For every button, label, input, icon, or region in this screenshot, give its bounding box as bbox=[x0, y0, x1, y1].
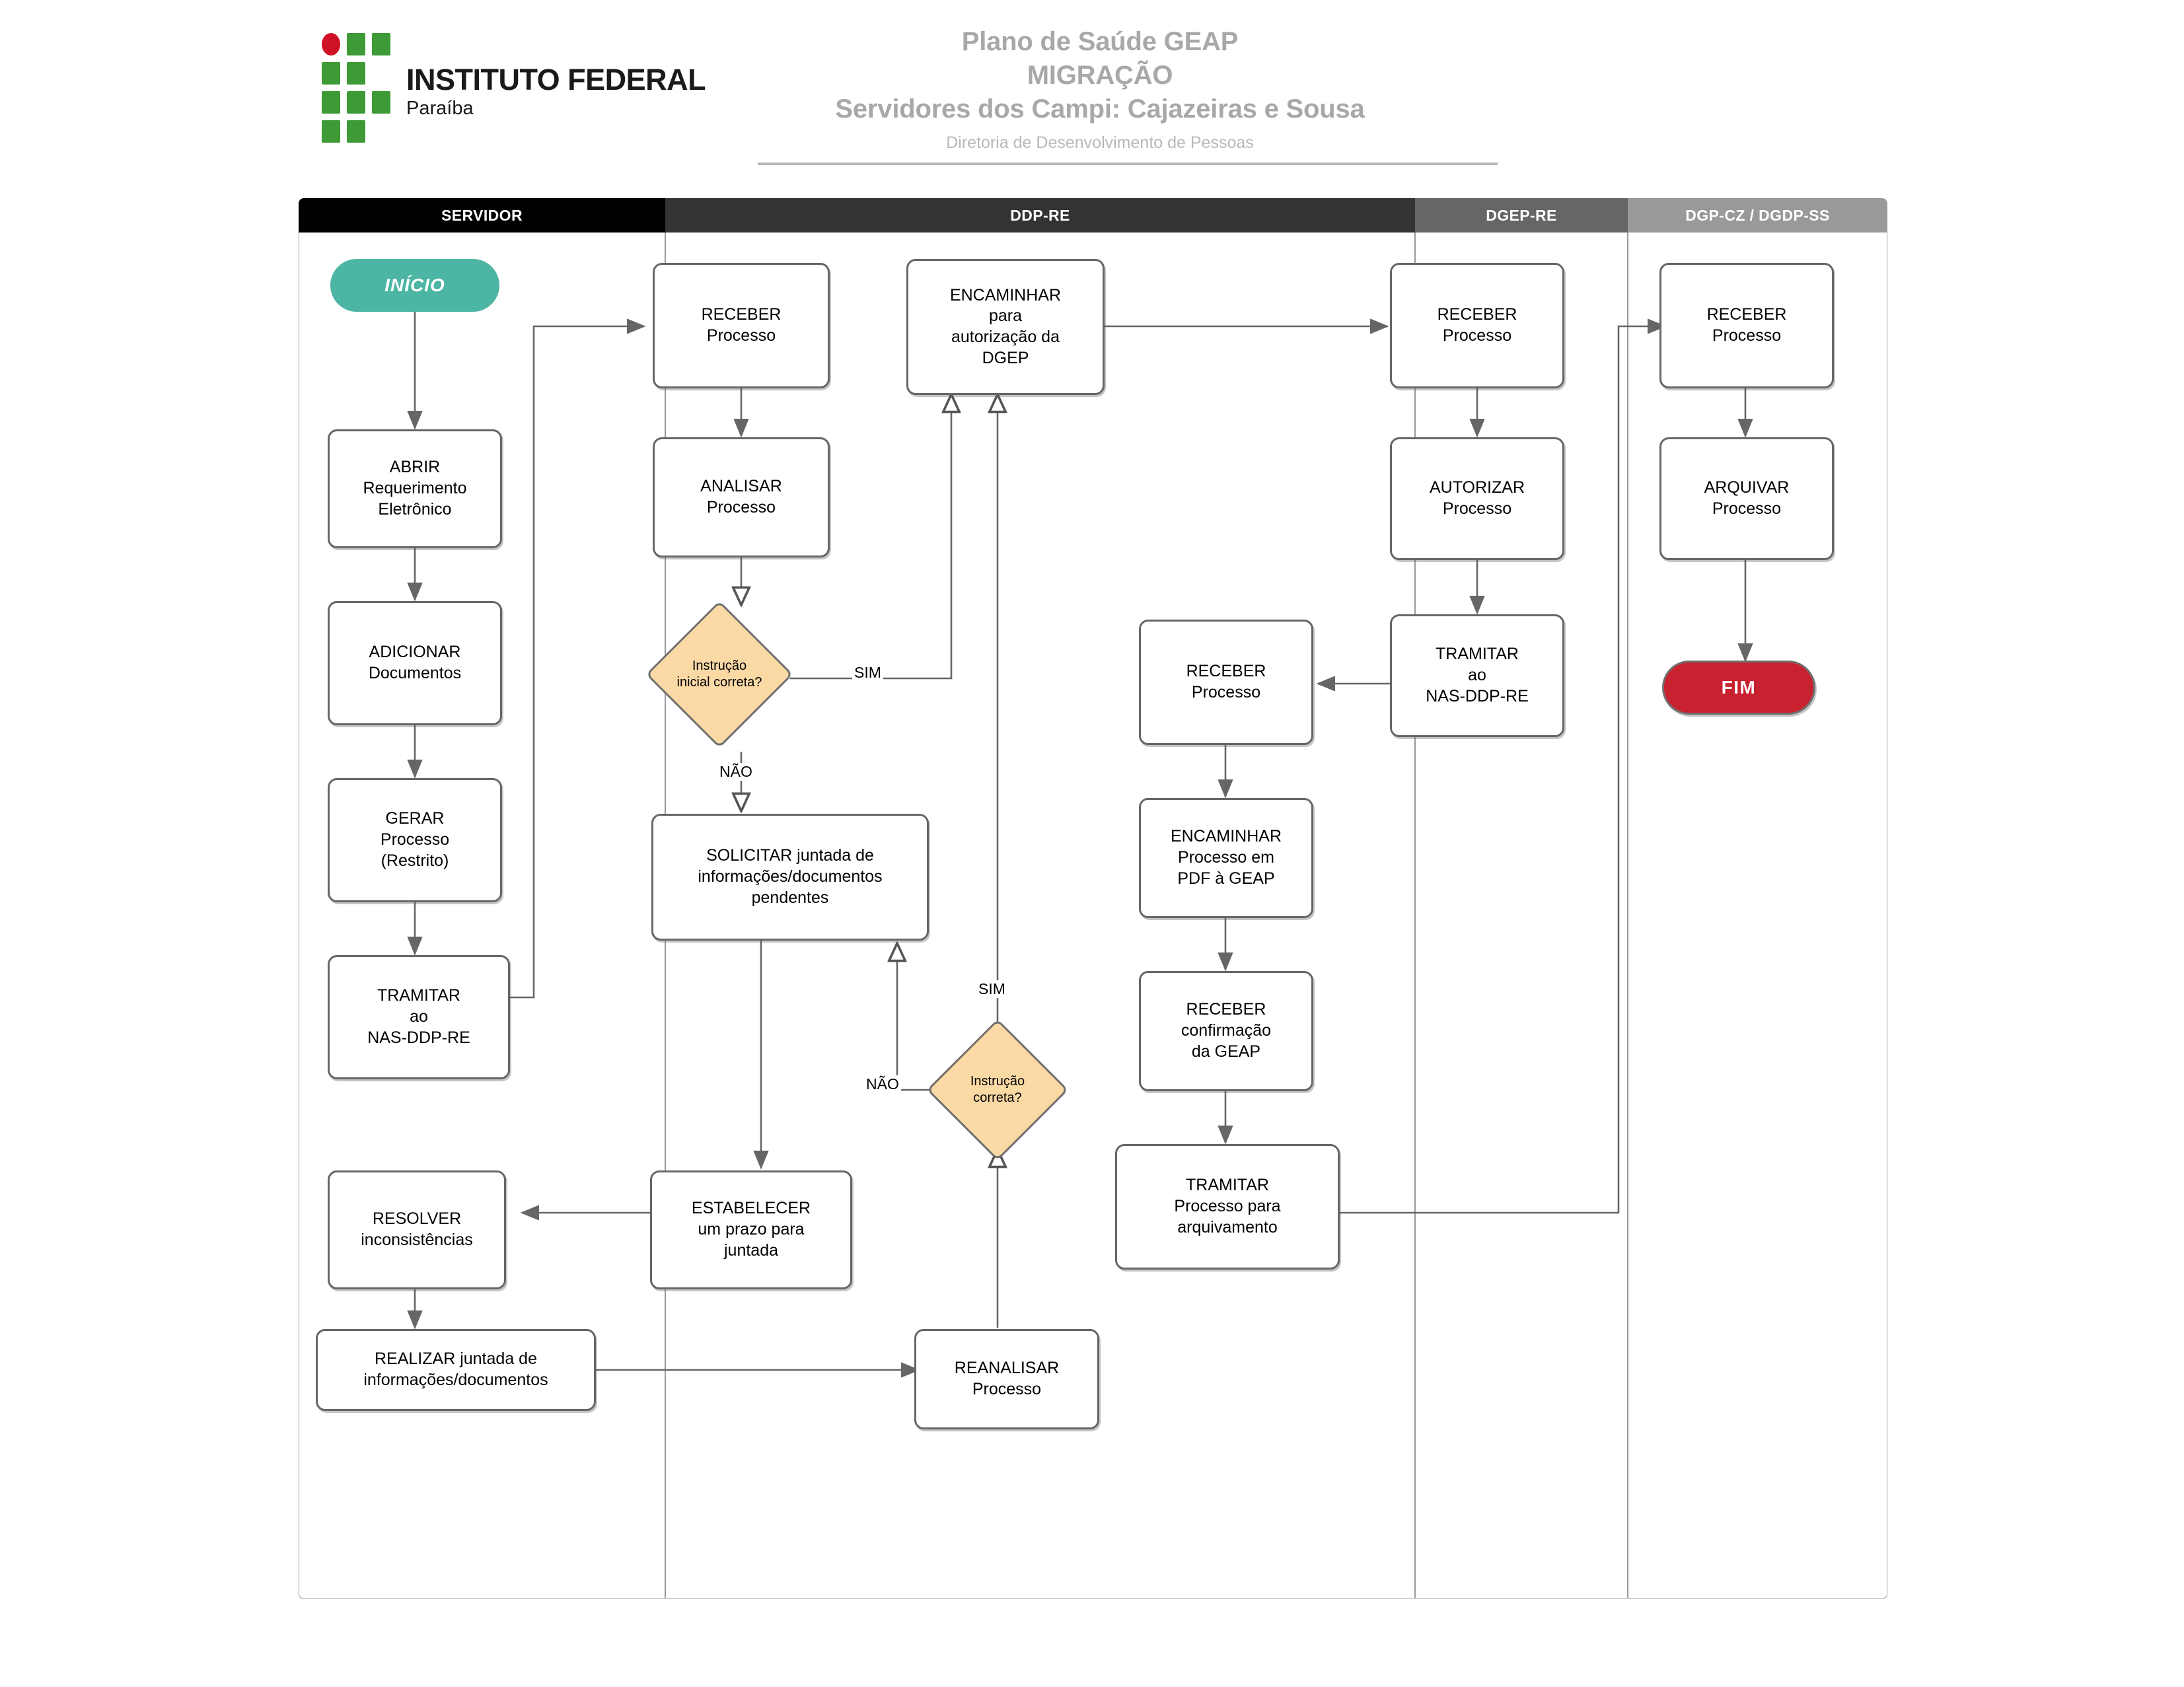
page-header: INSTITUTO FEDERAL Paraíba Plano de Saúde… bbox=[0, 0, 2184, 192]
title-line-1: Plano de Saúde GEAP bbox=[961, 27, 1239, 56]
if-logo-icon bbox=[322, 33, 393, 147]
edge-label-nao-1: NÃO bbox=[717, 763, 754, 781]
node-inicio[interactable]: INÍCIO bbox=[330, 259, 499, 312]
lane-header-dgep-re: DGEP-RE bbox=[1415, 198, 1628, 233]
lane-label-dgp-cz: DGP-CZ / DGDP-SS bbox=[1685, 206, 1830, 224]
page-title: Plano de Saúde GEAP MIGRAÇÃO Servidores … bbox=[753, 25, 1447, 153]
edge-label-nao-2: NÃO bbox=[864, 1075, 901, 1093]
edge-label-sim-2: SIM bbox=[976, 980, 1007, 998]
edge-label-sim-1: SIM bbox=[852, 664, 883, 682]
node-fim[interactable]: FIM bbox=[1662, 661, 1815, 715]
title-divider bbox=[758, 162, 1498, 165]
logo-institution-text: INSTITUTO FEDERAL bbox=[406, 63, 706, 96]
title-line-3: Servidores dos Campi: Cajazeiras e Sousa bbox=[835, 94, 1365, 124]
lane-label-dgep-re: DGEP-RE bbox=[1486, 206, 1557, 224]
title-subtitle: Diretoria de Desenvolvimento de Pessoas bbox=[946, 133, 1254, 152]
lane-header-dgp-cz: DGP-CZ / DGDP-SS bbox=[1628, 198, 1887, 233]
lane-label-servidor: SERVIDOR bbox=[441, 206, 523, 224]
logo-state-text: Paraíba bbox=[406, 98, 474, 119]
lane-header-servidor: SERVIDOR bbox=[299, 198, 665, 233]
lane-header-ddp-re: DDP-RE bbox=[665, 198, 1415, 233]
lane-label-ddp-re: DDP-RE bbox=[1010, 206, 1070, 224]
institution-logo: INSTITUTO FEDERAL Paraíba bbox=[322, 33, 731, 159]
title-line-2: MIGRAÇÃO bbox=[1027, 61, 1173, 90]
